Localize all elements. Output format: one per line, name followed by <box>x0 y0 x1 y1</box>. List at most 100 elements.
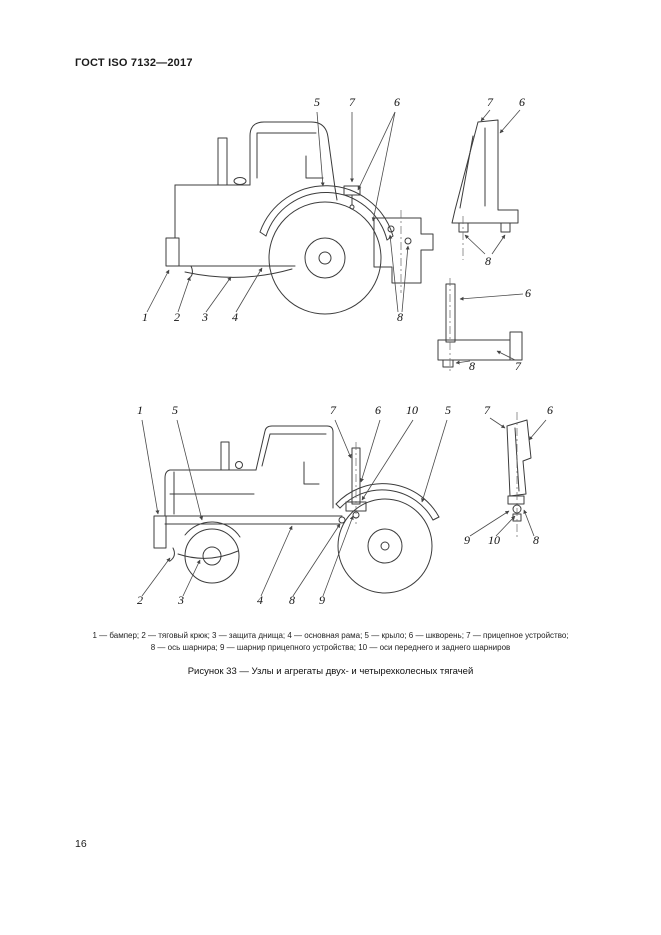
bumper <box>153 515 167 549</box>
leader-3 <box>205 276 232 313</box>
callout-label: 5 <box>314 95 320 109</box>
radiator-cap <box>233 177 247 185</box>
rear-hub <box>367 528 403 564</box>
cab-outline <box>249 121 338 201</box>
seat <box>305 155 324 179</box>
kingpin-base <box>437 331 523 361</box>
callout-label: 10 <box>406 403 418 417</box>
belly-guard <box>184 268 293 278</box>
exhaust-stack <box>217 137 228 186</box>
leader-2 <box>177 276 191 313</box>
rear-hitch-block <box>373 217 434 284</box>
hinge-pin-lower <box>404 237 412 245</box>
hitch-plate-inner <box>459 127 486 209</box>
callout-label: 6 <box>547 403 553 417</box>
leader-9 <box>322 515 354 597</box>
hinge-pin-upper <box>387 225 395 233</box>
rear-axle <box>380 541 390 551</box>
four-wheel-tractor-drawing <box>153 425 440 594</box>
figure-caption: Рисунок 33 — Узлы и агрегаты двух- и чет… <box>187 666 474 677</box>
frame-pivot <box>338 516 346 524</box>
hitch-plate-inner <box>514 427 520 492</box>
leader-3 <box>182 559 201 597</box>
callout-label: 6 <box>394 95 400 109</box>
rear-fender-outer <box>335 483 440 518</box>
callout-label: 10 <box>488 533 500 547</box>
hinge-axle-right <box>500 222 511 233</box>
callout-label: 8 <box>397 310 403 324</box>
callout-label: 4 <box>257 593 263 607</box>
wheel-hub <box>318 251 332 265</box>
fender-outer-arc <box>259 185 394 237</box>
figure-bottom-four-wheel-tractor: 1 5 7 6 10 5 7 6 2 3 4 8 9 9 10 8 <box>137 403 553 607</box>
rear-wheel <box>337 498 433 594</box>
belly-guard <box>177 550 239 559</box>
cab-outline <box>255 425 334 509</box>
leader-5-front <box>176 419 204 521</box>
hinge-axle-left <box>458 222 469 233</box>
front-fender <box>184 521 241 538</box>
leader-5 <box>316 111 325 187</box>
rear-fender-edges <box>335 503 440 521</box>
legend-line-1: 1 — бампер; 2 — тяговый крюк; 3 — защита… <box>92 631 569 640</box>
leader-6b <box>371 111 396 222</box>
callout-label: 5 <box>445 403 451 417</box>
leader-6-detail <box>499 109 521 134</box>
cab-window <box>256 132 317 179</box>
leader-6-detail <box>528 419 547 441</box>
callout-label: 7 <box>487 95 494 109</box>
leader-7-detail2 <box>496 350 516 361</box>
callout-label: 3 <box>177 593 184 607</box>
callout-label: 4 <box>232 310 238 324</box>
bumper <box>165 237 180 267</box>
two-wheel-tractor-drawing <box>165 121 434 315</box>
radiator-cap <box>235 461 243 469</box>
callout-label: 3 <box>201 310 208 324</box>
wheel-inner <box>304 237 346 279</box>
callout-label: 7 <box>330 403 337 417</box>
hood-front <box>164 469 171 517</box>
fender-inner-arc <box>265 191 388 241</box>
callout-label: 7 <box>349 95 356 109</box>
leader-5-rear <box>421 419 448 503</box>
callout-label: 8 <box>533 533 539 547</box>
callout-label: 8 <box>469 359 475 373</box>
leader-6-detail2 <box>459 293 524 301</box>
leader-7-detail <box>480 109 491 122</box>
callout-label: 6 <box>525 286 531 300</box>
seat <box>303 461 320 485</box>
callout-label: 7 <box>515 359 522 373</box>
front-hub <box>202 546 222 566</box>
callout-label: 8 <box>485 254 491 268</box>
leader-2 <box>141 557 171 597</box>
leader-8-detail <box>523 509 535 537</box>
leader-1 <box>141 419 160 515</box>
figure-top-two-wheel-tractor: 5 7 6 1 2 3 4 8 7 6 8 6 8 7 <box>142 95 531 374</box>
exhaust-stack <box>220 441 230 471</box>
kingpin-bar <box>445 283 456 343</box>
bottom-callout-labels: 1 5 7 6 10 5 7 6 2 3 4 8 9 9 10 8 <box>137 403 553 607</box>
leader-9-detail <box>469 510 510 537</box>
top-callout-leaders <box>146 111 410 313</box>
callout-label: 6 <box>519 95 525 109</box>
leader-7-detail <box>489 417 506 429</box>
hitch-plate <box>451 119 519 224</box>
leader-6 <box>360 419 381 483</box>
callout-label: 8 <box>289 593 295 607</box>
callout-label: 5 <box>172 403 178 417</box>
leader-8-detail2 <box>455 360 471 365</box>
kingpin-end <box>349 204 355 210</box>
hitch-detail-drawing <box>451 109 521 260</box>
callout-label: 7 <box>484 403 491 417</box>
cab-window <box>261 433 327 467</box>
drum-wheel <box>268 201 382 315</box>
hitch-pin-detail-drawing <box>469 412 547 538</box>
leader-10-detail <box>495 515 516 537</box>
callout-label: 2 <box>137 593 143 607</box>
top-callout-labels: 5 7 6 1 2 3 4 8 7 6 8 6 8 7 <box>142 95 531 373</box>
tow-hook <box>169 547 175 562</box>
leader-8b <box>401 245 410 313</box>
leader-8 <box>292 523 341 597</box>
leader-8a <box>388 234 399 313</box>
